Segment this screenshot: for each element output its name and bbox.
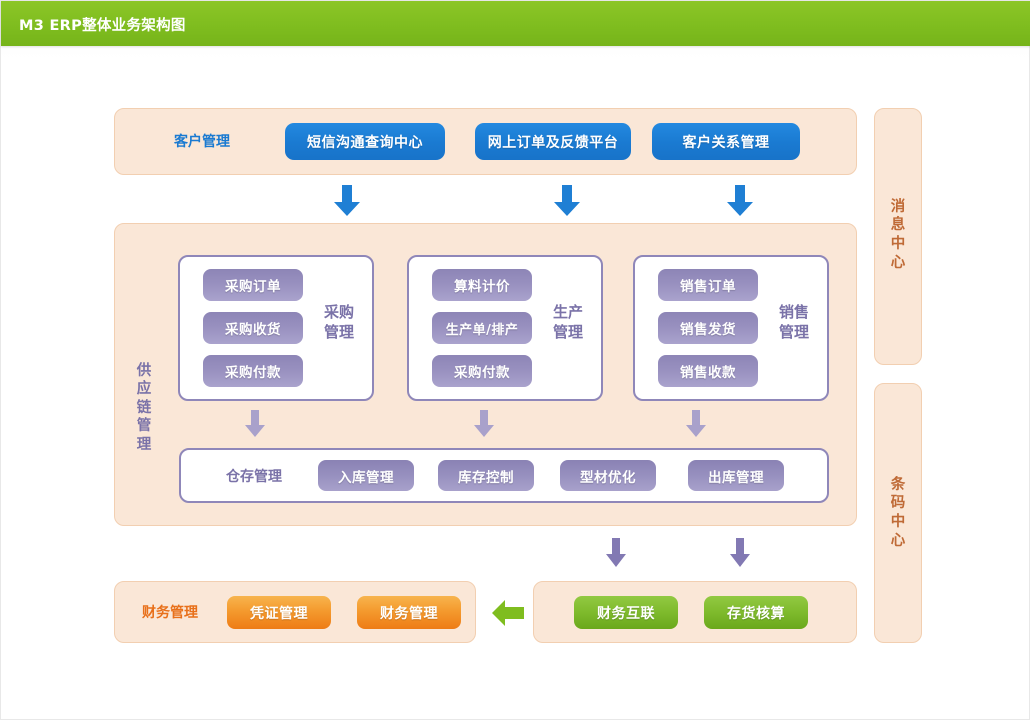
finance-management-label: 财务管理: [142, 605, 198, 621]
sidebar-message-center-label: 消 息 中 心: [886, 175, 910, 295]
message-center-char-0: 消: [890, 198, 906, 215]
button-material-pricing[interactable]: 算料计价: [432, 269, 532, 301]
button-outbound-management[interactable]: 出库管理: [688, 460, 784, 491]
message-center-char-2: 中: [890, 236, 906, 252]
button-profile-optimization[interactable]: 型材优化: [560, 460, 656, 491]
supply-chain-label-char-2: 链: [136, 399, 152, 416]
button-finance-management[interactable]: 财务管理: [357, 596, 461, 629]
button-inbound-management[interactable]: 入库管理: [318, 460, 414, 491]
production-title-line-0: 生产: [552, 303, 583, 321]
procurement-card-title: 采购 管理: [311, 302, 367, 343]
arrow-down-purple-2: [473, 410, 495, 442]
supply-chain-label: 供 应 链 管 理: [131, 349, 157, 467]
button-production-order-scheduling[interactable]: 生产单/排产: [432, 312, 532, 344]
sales-title-line-1: 管理: [778, 323, 809, 342]
button-purchase-payment[interactable]: 采购付款: [203, 355, 303, 387]
button-inventory-accounting[interactable]: 存货核算: [704, 596, 808, 629]
button-production-purchase-payment[interactable]: 采购付款: [432, 355, 532, 387]
button-purchase-receipt[interactable]: 采购收货: [203, 312, 303, 344]
button-purchase-order[interactable]: 采购订单: [203, 269, 303, 301]
warehouse-label: 仓存管理: [226, 469, 282, 485]
arrow-down-purple-dark-1: [605, 538, 627, 572]
barcode-center-char-2: 中: [890, 514, 906, 530]
arrow-down-blue-3: [726, 185, 754, 221]
supply-chain-label-char-1: 应: [136, 381, 152, 398]
button-sms-center[interactable]: 短信沟通查询中心: [285, 123, 445, 160]
sidebar-barcode-center[interactable]: [874, 383, 922, 643]
procurement-title-line-0: 采购: [323, 303, 354, 321]
sales-card-title: 销售 管理: [766, 302, 822, 343]
button-inventory-control[interactable]: 库存控制: [438, 460, 534, 491]
customer-management-label: 客户管理: [174, 134, 230, 150]
sidebar-message-center[interactable]: [874, 108, 922, 365]
app-header: M3 ERP整体业务架构图: [1, 1, 1030, 46]
production-title-line-1: 管理: [552, 323, 583, 342]
arrow-down-blue-1: [333, 185, 361, 221]
button-online-order-platform[interactable]: 网上订单及反馈平台: [475, 123, 631, 160]
page-title: M3 ERP整体业务架构图: [19, 18, 186, 34]
button-crm[interactable]: 客户关系管理: [652, 123, 800, 160]
message-center-char-3: 心: [890, 254, 906, 271]
arrow-down-blue-2: [553, 185, 581, 221]
sidebar-barcode-center-label: 条 码 中 心: [886, 453, 910, 573]
sales-title-line-0: 销售: [778, 303, 809, 321]
barcode-center-char-1: 码: [890, 495, 906, 512]
arrow-left-green: [491, 599, 525, 631]
button-voucher-management[interactable]: 凭证管理: [227, 596, 331, 629]
barcode-center-char-0: 条: [890, 476, 906, 493]
message-center-char-1: 息: [890, 217, 906, 234]
button-finance-interconnect[interactable]: 财务互联: [574, 596, 678, 629]
supply-chain-label-char-0: 供: [136, 362, 152, 379]
procurement-title-line-1: 管理: [323, 323, 354, 342]
production-card-title: 生产 管理: [540, 302, 596, 343]
arrow-down-purple-3: [685, 410, 707, 442]
supply-chain-label-char-4: 理: [136, 436, 152, 453]
arrow-down-purple-1: [244, 410, 266, 442]
button-sales-delivery[interactable]: 销售发货: [658, 312, 758, 344]
arrow-down-purple-dark-2: [729, 538, 751, 572]
supply-chain-label-char-3: 管: [136, 418, 152, 435]
button-sales-receipt[interactable]: 销售收款: [658, 355, 758, 387]
barcode-center-char-3: 心: [890, 532, 906, 549]
button-sales-order[interactable]: 销售订单: [658, 269, 758, 301]
